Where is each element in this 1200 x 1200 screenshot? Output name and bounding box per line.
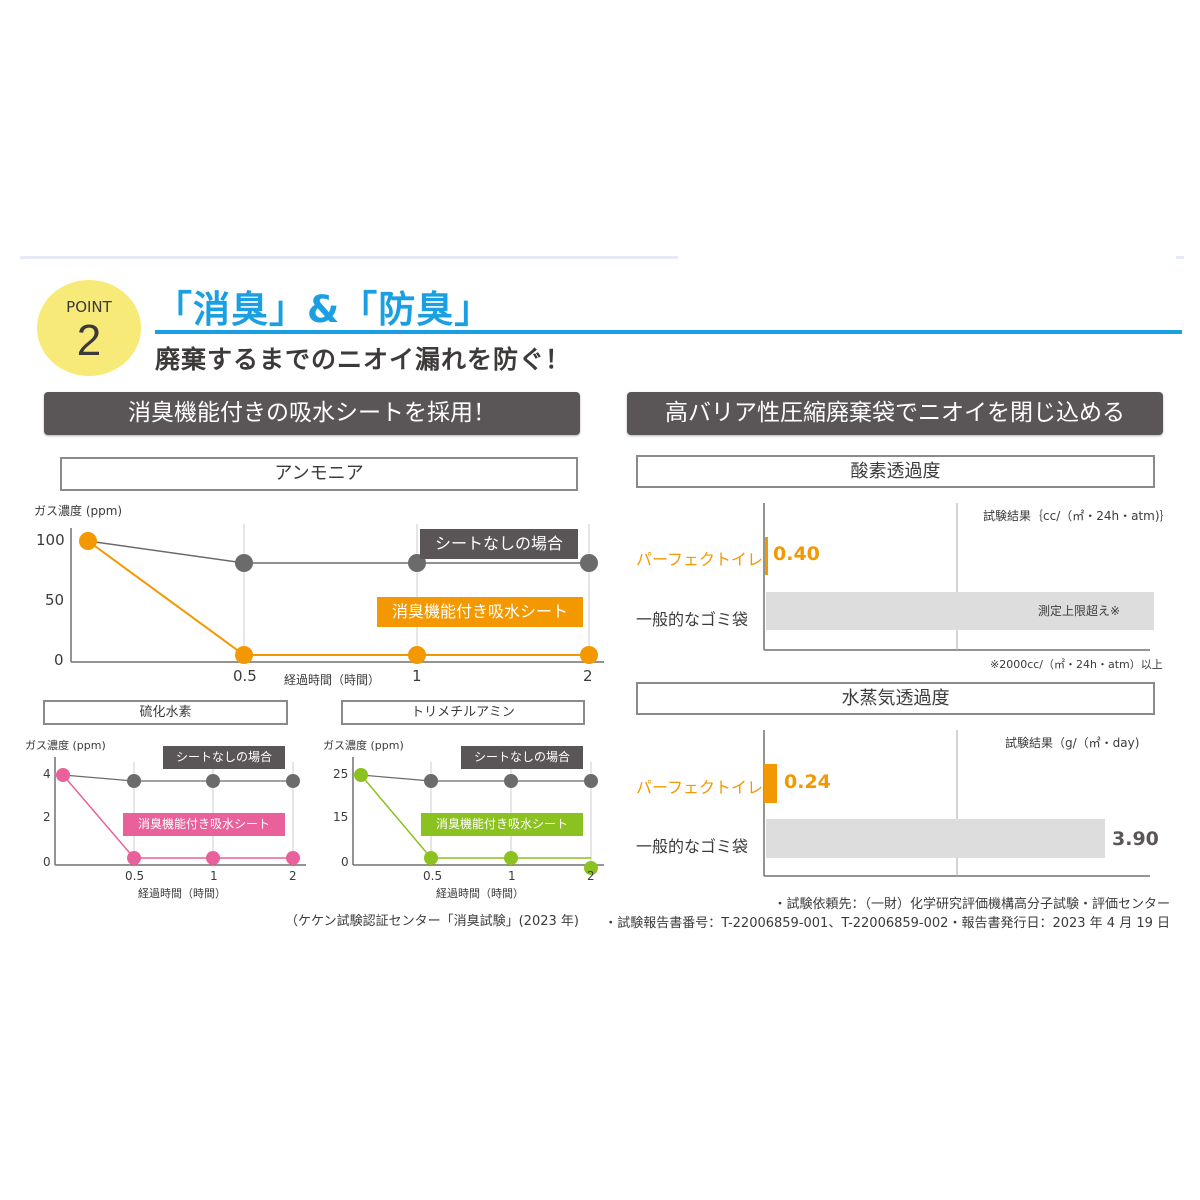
- chart-title-oxygen: 酸素透過度: [636, 455, 1155, 488]
- ammonia-ytick-0: 0: [54, 651, 64, 669]
- tma-ytick-15: 15: [333, 810, 349, 824]
- h2s-xtick-2: 2: [289, 869, 297, 883]
- chart-title-h2s: 硫化水素: [43, 700, 288, 725]
- right-footnote-2: ・試験報告書番号：T-22006859-001、T-22006859-002・報…: [604, 916, 1170, 931]
- h2s-ytick-2: 2: [43, 810, 51, 824]
- vapor-value-perfectoilet: 0.24: [784, 771, 831, 793]
- vapor-unit-label: 試験結果（g/（㎡・day): [1005, 736, 1140, 750]
- title-underline: [155, 330, 1182, 334]
- chart-title-tma: トリメチルアミン: [341, 700, 585, 725]
- point-badge: POINT 2: [37, 280, 141, 376]
- vapor-category-perfectoilet: パーフェクトイレ: [636, 778, 764, 797]
- h2s-legend-sheet: 消臭機能付き吸水シート: [123, 813, 285, 836]
- chart-title-vapor: 水蒸気透過度: [636, 682, 1155, 715]
- h2s-legend-no-sheet: シートなしの場合: [163, 746, 285, 769]
- point-label: POINT: [66, 298, 112, 316]
- oxygen-unit-label: 試験結果｛cc/（㎡・24h・atm)｝: [983, 509, 1172, 523]
- oxygen-category-perfectoilet: パーフェクトイレ: [636, 550, 764, 569]
- left-source-note: （ケケン試験認証センター「消臭試験」(2023 年): [285, 914, 579, 929]
- tma-xtick-1: 1: [508, 869, 516, 883]
- ammonia-legend-no-sheet: シートなしの場合: [420, 529, 578, 559]
- oxygen-value-perfectoilet: 0.40: [773, 543, 820, 565]
- oxygen-category-generic-bag: 一般的なゴミ袋: [636, 610, 749, 629]
- tma-xtick-2: 2: [587, 869, 595, 883]
- h2s-xlabel: 経過時間（時間）: [138, 887, 226, 900]
- oxygen-note: ※2000cc/（㎡・24h・atm）以上: [990, 658, 1163, 671]
- tma-ylabel: ガス濃度 (ppm): [323, 739, 404, 752]
- tma-xtick-0.5: 0.5: [423, 869, 443, 883]
- ammonia-legend-sheet: 消臭機能付き吸水シート: [377, 597, 583, 627]
- vapor-value-generic-bag: 3.90: [1112, 828, 1159, 850]
- page-title: 「消臭」&「防臭」: [155, 288, 493, 331]
- top-divider: [20, 256, 678, 259]
- tma-legend-no-sheet: シートなしの場合: [461, 746, 583, 769]
- tma-ytick-25: 25: [333, 767, 349, 781]
- tma-legend-sheet: 消臭機能付き吸水シート: [421, 813, 583, 836]
- point-number: 2: [76, 316, 102, 365]
- ammonia-ytick-100: 100: [36, 531, 65, 549]
- vapor-category-generic-bag: 一般的なゴミ袋: [636, 837, 749, 856]
- left-banner: 消臭機能付きの吸水シートを採用！: [44, 392, 580, 435]
- ammonia-xlabel: 経過時間（時間）: [284, 673, 381, 687]
- tma-ytick-0: 0: [341, 855, 349, 869]
- ammonia-ylabel: ガス濃度 (ppm): [34, 504, 123, 518]
- chart-title-ammonia: アンモニア: [60, 457, 578, 491]
- ammonia-xtick-1: 1: [412, 667, 422, 685]
- right-banner: 高バリア性圧縮廃棄袋でニオイを閉じ込める: [627, 392, 1163, 435]
- h2s-xtick-0.5: 0.5: [125, 869, 145, 883]
- h2s-xtick-1: 1: [210, 869, 218, 883]
- top-divider-mark: [1176, 256, 1184, 259]
- oxygen-value-generic-bag: 測定上限超え※: [1038, 604, 1121, 618]
- page-subtitle: 廃棄するまでのニオイ漏れを防ぐ！: [155, 345, 572, 374]
- right-footnote-1: ・試験依頼先：（一財）化学研究評価機構高分子試験・評価センター: [773, 897, 1170, 912]
- h2s-ytick-4: 4: [43, 767, 51, 781]
- ammonia-xtick-0.5: 0.5: [233, 667, 257, 685]
- ammonia-ytick-50: 50: [45, 591, 65, 609]
- h2s-ytick-0: 0: [43, 855, 51, 869]
- tma-xlabel: 経過時間（時間）: [436, 887, 524, 900]
- h2s-ylabel: ガス濃度 (ppm): [25, 739, 106, 752]
- ammonia-xtick-2: 2: [583, 667, 593, 685]
